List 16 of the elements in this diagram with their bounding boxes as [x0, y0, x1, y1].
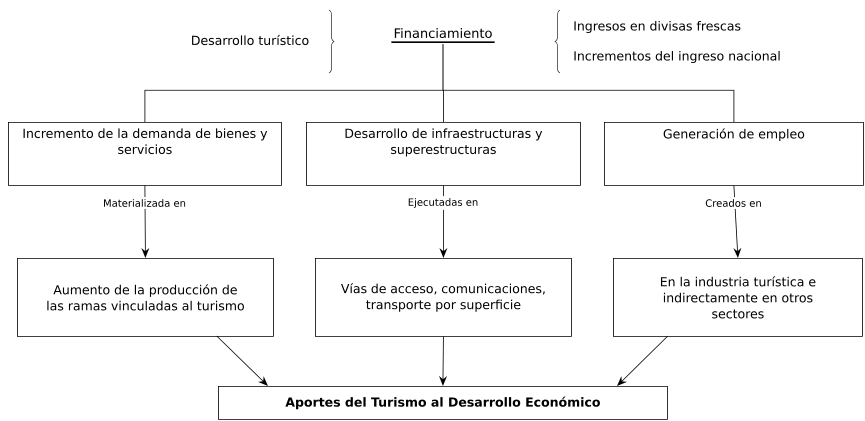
- process-box: Aportes del Turismo al Desarrollo Económico: [218, 386, 668, 420]
- edge-label: Ejecutadas en: [406, 196, 480, 210]
- label-text: Incrementos del ingreso nacional: [574, 50, 780, 64]
- process-box: Desarrollo de infraestructuras y superestructuras: [306, 122, 581, 186]
- label-text: Ingresos en divisas frescas: [574, 20, 740, 34]
- arrow: [617, 336, 668, 386]
- edge-label: Materializada en: [101, 197, 188, 209]
- process-box: Incremento de la demanda de bienes y servicios: [8, 122, 282, 186]
- process-box: Vías de acceso, comunicaciones, transporte por superficie: [315, 258, 572, 337]
- process-box: En la industria turística e indirectamente en otros sectores: [613, 258, 863, 337]
- label-text: Desarrollo turístico: [192, 34, 308, 46]
- arrow: [216, 336, 268, 386]
- heading-text: Financiamiento: [394, 28, 492, 38]
- process-box: Generación de empleo: [604, 122, 864, 186]
- process-box: Aumento de la producción de las ramas vinculadas al turismo: [17, 258, 274, 337]
- edge-label: Creados en: [703, 197, 764, 209]
